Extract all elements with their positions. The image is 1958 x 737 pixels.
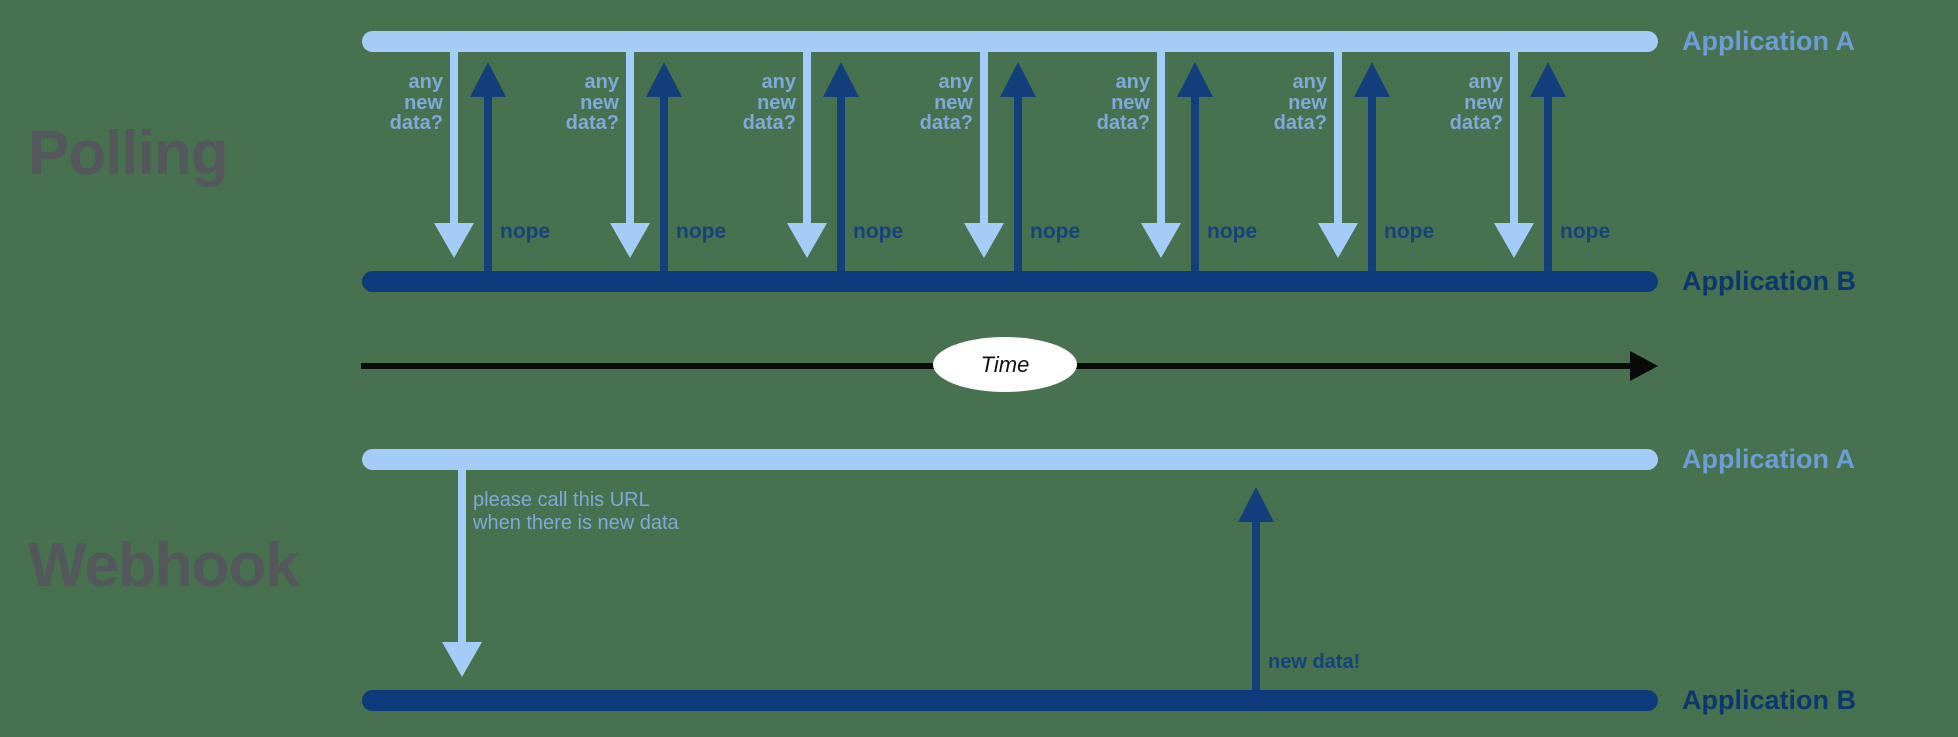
webhook-request-arrowhead-down-icon: [442, 642, 482, 677]
webhook-request-label: please call this URL when there is new d…: [473, 489, 679, 534]
poll-response-label: nope: [1560, 220, 1611, 243]
time-axis-ellipse: Time: [933, 337, 1077, 392]
poll-response-label: nope: [853, 220, 904, 243]
webhook-response-label: new data!: [1268, 651, 1361, 673]
webhook-request-line-2: when there is new data: [473, 511, 679, 534]
poll-response-arrowhead-up-icon: [470, 62, 506, 97]
poll-request-arrow-stem: [803, 52, 811, 223]
polling-app-a-timeline-bar: [362, 31, 1658, 52]
webhook-app-a-label: Application A: [1682, 444, 1855, 474]
poll-response-arrowhead-up-icon: [823, 62, 859, 97]
poll-response-arrow-stem: [660, 97, 668, 271]
poll-request-arrow-stem: [1334, 52, 1342, 223]
poll-response-arrow-stem: [484, 97, 492, 271]
poll-response-arrow-stem: [1191, 97, 1199, 271]
poll-response-arrow-stem: [1014, 97, 1022, 271]
poll-response-label: nope: [500, 220, 551, 243]
poll-request-arrowhead-down-icon: [610, 223, 650, 258]
poll-request-arrow-stem: [1157, 52, 1165, 223]
poll-response-label: nope: [1030, 220, 1081, 243]
poll-request-arrowhead-down-icon: [1318, 223, 1358, 258]
poll-response-arrow-stem: [1544, 97, 1552, 271]
poll-request-arrow-stem: [1510, 52, 1518, 223]
polling-app-b-timeline-bar: [362, 271, 1658, 292]
poll-response-arrow-stem: [837, 97, 845, 271]
poll-response-arrowhead-up-icon: [1354, 62, 1390, 97]
poll-response-arrowhead-up-icon: [1530, 62, 1566, 97]
poll-request-arrow-stem: [450, 52, 458, 223]
poll-response-arrowhead-up-icon: [1177, 62, 1213, 97]
poll-response-arrowhead-up-icon: [646, 62, 682, 97]
time-axis-label: Time: [980, 351, 1030, 377]
poll-response-label: nope: [1384, 220, 1435, 243]
webhook-response-arrow-stem: [1252, 521, 1260, 690]
webhook-request-line-1: please call this URL: [473, 489, 650, 511]
polling-app-b-label: Application B: [1682, 266, 1856, 296]
poll-response-label: nope: [1207, 220, 1258, 243]
poll-response-arrowhead-up-icon: [1000, 62, 1036, 97]
poll-response-arrow-stem: [1368, 97, 1376, 271]
webhook-request-arrow-stem: [458, 470, 466, 642]
time-axis-arrowhead-icon: [1630, 351, 1658, 381]
polling-app-a-label: Application A: [1682, 26, 1855, 56]
poll-request-arrowhead-down-icon: [787, 223, 827, 258]
poll-request-arrowhead-down-icon: [964, 223, 1004, 258]
poll-response-label: nope: [676, 220, 727, 243]
poll-request-arrow-stem: [980, 52, 988, 223]
webhook-response-arrowhead-up-icon: [1238, 487, 1274, 522]
polling-section-title: Polling: [28, 119, 229, 188]
poll-request-arrowhead-down-icon: [1494, 223, 1534, 258]
poll-request-arrow-stem: [626, 52, 634, 223]
poll-request-arrowhead-down-icon: [1141, 223, 1181, 258]
webhook-app-a-timeline-bar: [362, 449, 1658, 470]
poll-request-arrowhead-down-icon: [434, 223, 474, 258]
webhook-app-b-timeline-bar: [362, 690, 1658, 711]
webhook-app-b-label: Application B: [1682, 685, 1856, 715]
webhook-section-title: Webhook: [28, 531, 300, 600]
